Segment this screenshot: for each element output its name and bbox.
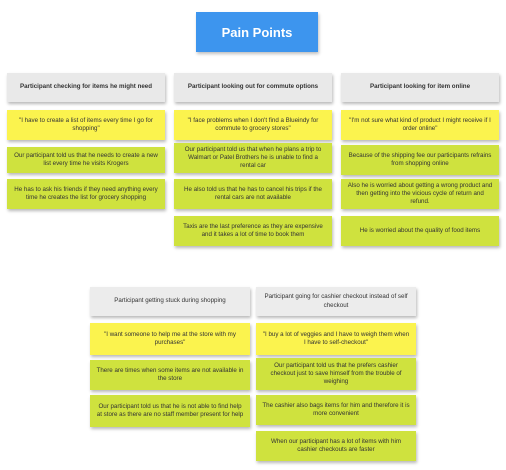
column-4-header: Participant getting stuck during shoppin… bbox=[90, 287, 250, 316]
column-3-note-1: "I'm not sure what kind of product I mig… bbox=[341, 110, 499, 140]
column-1-note-1: "I have to create a list of items every … bbox=[7, 110, 165, 140]
column-5-note-2: Our participant told us that he prefers … bbox=[256, 358, 416, 390]
column-1-note-3: He has to ask his friends if they need a… bbox=[7, 179, 165, 209]
column-1-note-2: Our participant told us that he needs to… bbox=[7, 147, 165, 173]
page-title: Pain Points bbox=[196, 12, 318, 52]
column-2-note-3: He also told us that he has to cancel hi… bbox=[174, 179, 332, 209]
column-5-header: Participant going for cashier checkout i… bbox=[256, 287, 416, 316]
column-1-header: Participant checking for items he might … bbox=[7, 73, 165, 102]
column-4-note-3: Our participant told us that he is not a… bbox=[90, 395, 250, 427]
column-5-note-3: The cashier also bags items for him and … bbox=[256, 395, 416, 425]
column-4-note-2: There are times when some items are not … bbox=[90, 360, 250, 390]
column-2-header: Participant looking out for commute opti… bbox=[174, 73, 332, 102]
column-3-header: Participant looking for item online bbox=[341, 73, 499, 102]
column-2-note-1: "I face problems when I don't find a Blu… bbox=[174, 110, 332, 140]
column-4-note-1: "I want someone to help me at the store … bbox=[90, 323, 250, 355]
column-2-note-2: Our participant told us that when he pla… bbox=[174, 143, 332, 173]
column-5-note-4: When our participant has a lot of items … bbox=[256, 431, 416, 461]
column-5-note-1: "I buy a lot of veggies and I have to we… bbox=[256, 323, 416, 355]
column-3-note-4: He is worried about the quality of food … bbox=[341, 216, 499, 246]
column-3-note-2: Because of the shipping fee our particip… bbox=[341, 145, 499, 175]
column-2-note-4: Taxis are the last preference as they ar… bbox=[174, 216, 332, 246]
column-3-note-3: Also he is worried about getting a wrong… bbox=[341, 179, 499, 209]
